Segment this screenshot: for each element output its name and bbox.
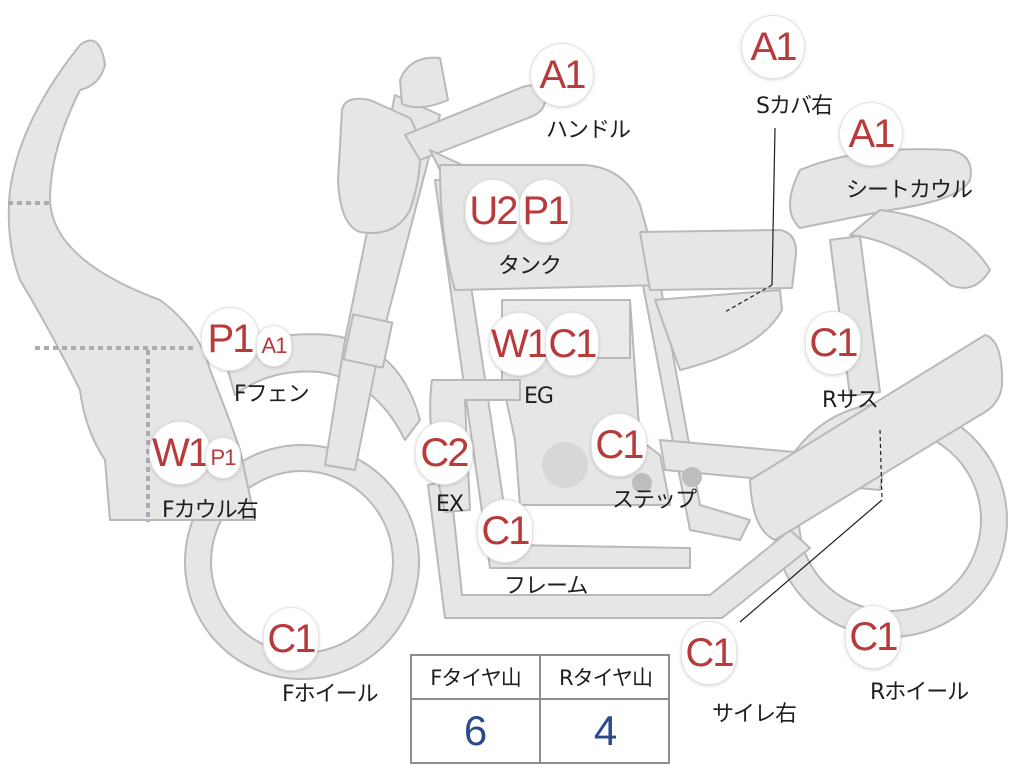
rear-suspension-badge-1: C1 bbox=[806, 312, 860, 374]
rear-wheel-badge-1: C1 bbox=[846, 606, 900, 668]
front-cowl-badge-2: P1 bbox=[206, 438, 240, 478]
front-fender-badge-1: P1 bbox=[202, 308, 258, 370]
meter-shape bbox=[337, 97, 421, 234]
handle-label: ハンドル bbox=[546, 118, 631, 143]
frame-loop bbox=[427, 479, 811, 619]
seat-cowl-tail bbox=[849, 209, 991, 289]
step-peg-1 bbox=[632, 473, 652, 493]
exhaust-label: EX bbox=[436, 492, 464, 517]
seat-cover-label: Sカバ右 bbox=[756, 94, 833, 119]
handle-badge-1: A1 bbox=[531, 44, 593, 106]
tire-tread-table: Fタイヤ山 Rタイヤ山 6 4 bbox=[410, 654, 670, 764]
tank-badge-2: P1 bbox=[520, 180, 570, 242]
rear-wheel-label: Rホイール bbox=[870, 680, 969, 705]
frame-badge-1: C1 bbox=[478, 500, 532, 562]
mirror-shape bbox=[399, 56, 449, 109]
step-badge-1: C1 bbox=[592, 414, 646, 476]
frame-label: フレーム bbox=[504, 574, 588, 599]
front-fender-badge-2: A1 bbox=[257, 326, 291, 366]
rear-suspension-label: Rサス bbox=[822, 388, 879, 413]
front-wheel-label: Fホイール bbox=[282, 682, 379, 707]
step-label: ステップ bbox=[612, 488, 697, 513]
silencer-shape bbox=[749, 334, 1004, 541]
front-cowl-badge-1: W1 bbox=[150, 422, 210, 484]
seat-cowl-label: シートカウル bbox=[846, 178, 973, 203]
tank-badge-1: U2 bbox=[466, 180, 520, 242]
front-fender-label: Fフェン bbox=[234, 382, 310, 407]
exhaust-badge-1: C2 bbox=[416, 422, 472, 484]
leader-silencer bbox=[739, 499, 883, 623]
front-wheel-badge-1: C1 bbox=[264, 608, 318, 670]
silencer-label: サイレ右 bbox=[712, 702, 797, 727]
step-peg-2 bbox=[682, 467, 702, 487]
fork-clamp bbox=[342, 313, 394, 369]
leader-seat-cover bbox=[771, 127, 776, 286]
leader-seat-cover-tail bbox=[724, 284, 773, 313]
front-tire-header: Fタイヤ山 bbox=[412, 656, 541, 700]
seat-shape bbox=[639, 229, 797, 291]
engine-cover bbox=[542, 442, 588, 488]
front-wheel-outline-outer bbox=[184, 444, 420, 680]
seat-cover-shape bbox=[654, 289, 783, 371]
engine-badge-1: W1 bbox=[490, 313, 549, 375]
front-cowl-label: Fカウル右 bbox=[162, 498, 259, 523]
engine-badge-2: C1 bbox=[546, 313, 598, 375]
leader-rear-suspension bbox=[879, 429, 883, 501]
front-tire-value: 6 bbox=[412, 700, 541, 762]
front-cowl-shape bbox=[7, 39, 256, 521]
seat-cowl-badge-1: A1 bbox=[840, 103, 902, 165]
silencer-badge-1: C1 bbox=[682, 622, 736, 684]
rear-tire-value: 4 bbox=[593, 707, 618, 754]
tank-label: タンク bbox=[498, 254, 562, 279]
rear-tire-header: Rタイヤ山 bbox=[541, 656, 670, 700]
engine-label: EG bbox=[524, 384, 554, 409]
seat-cover-badge-1: A1 bbox=[742, 16, 804, 78]
